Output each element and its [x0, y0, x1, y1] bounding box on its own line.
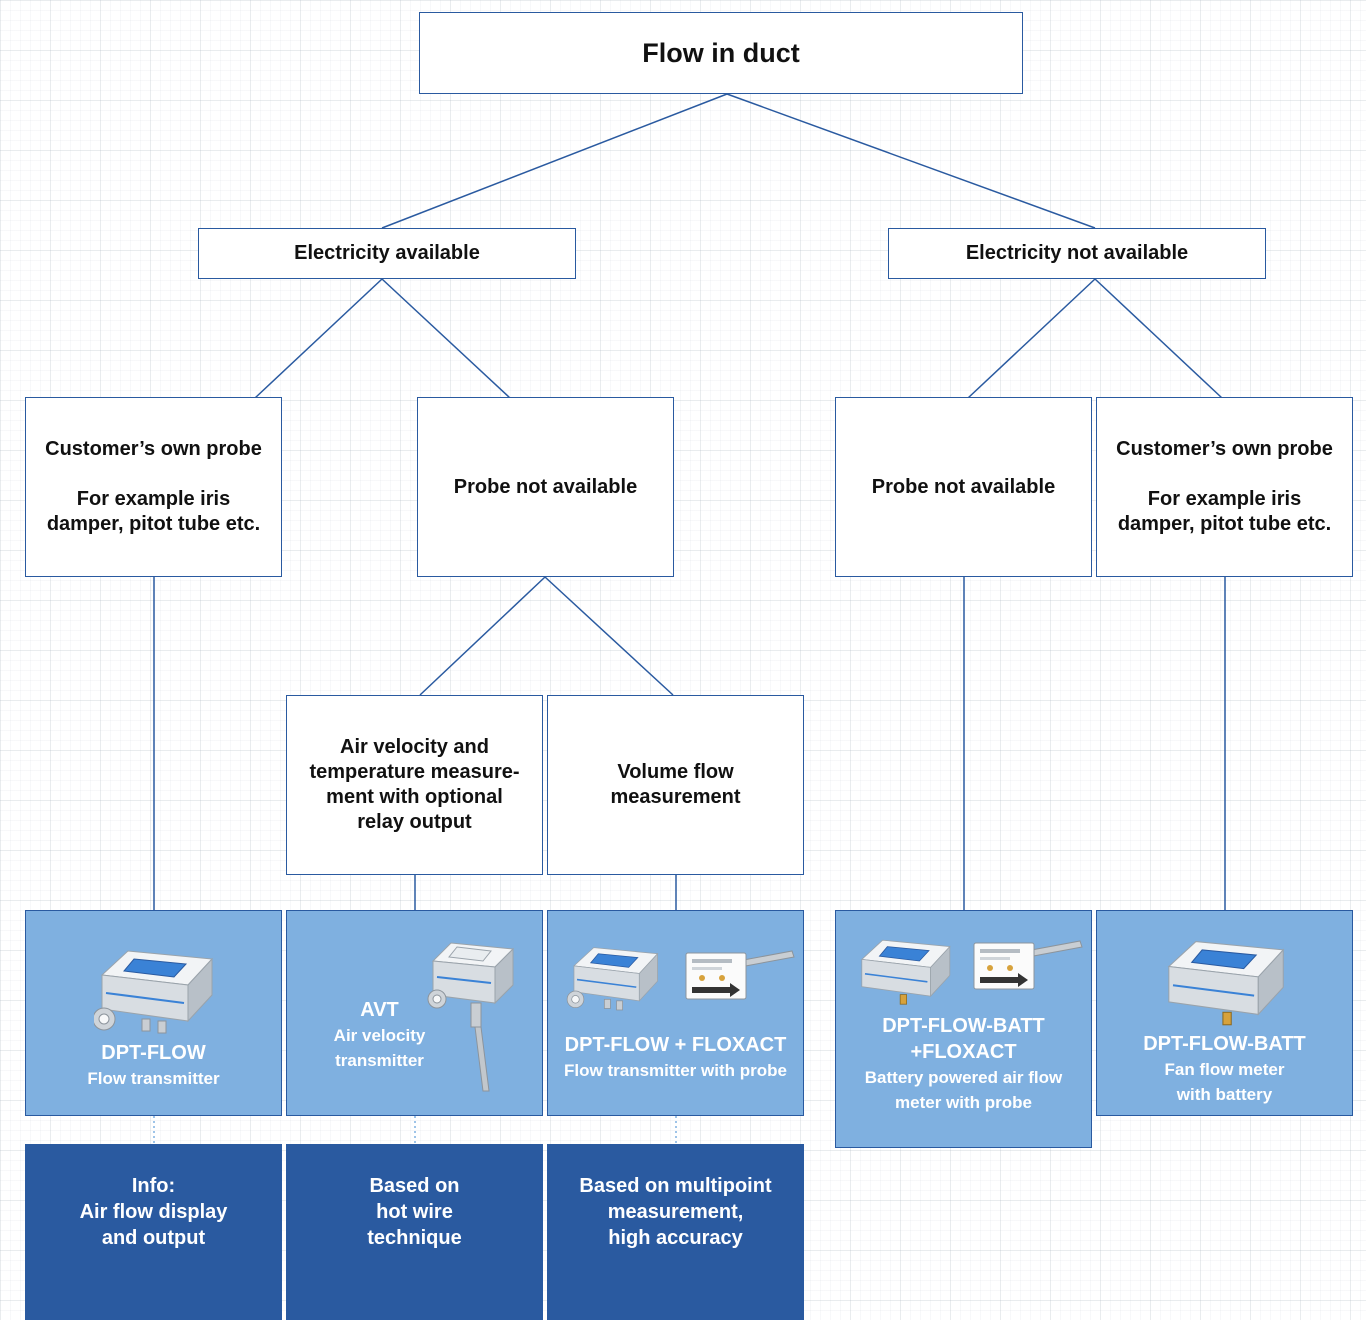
product-desc-batt-floxact-1: Battery powered air flow — [864, 1068, 1063, 1087]
info-2-line-3: technique — [367, 1227, 462, 1249]
info-1-line-2: Air flow display — [79, 1201, 228, 1223]
product-avt: AVT Air velocity transmitter — [286, 910, 543, 1116]
branch-electricity-not-available: Electricity not available — [888, 228, 1266, 279]
product-desc-avt-1: Air velocity — [333, 1026, 426, 1045]
product-name-floxact: +FLOXACT — [910, 1041, 1017, 1063]
own-probe-left-title: Customer’s own probe — [45, 438, 262, 460]
connector-noelec-ownprobe — [1094, 278, 1223, 399]
branch-left-label: Electricity available — [294, 242, 480, 264]
air-velocity-line-1: Air velocity and — [340, 736, 489, 758]
product-dpt-flow-batt: DPT-FLOW-BATT Fan flow meter with batter… — [1096, 910, 1353, 1116]
avt-probe-icon — [427, 942, 515, 1092]
floxact-probe-icon — [685, 950, 795, 1000]
product-desc-dpt-flow: Flow transmitter — [87, 1069, 220, 1088]
connector-root-right — [726, 93, 1096, 229]
node-volume-flow: Volume flow measurement — [547, 695, 804, 875]
product-name-dpt-flow-batt-2: DPT-FLOW-BATT — [1143, 1033, 1306, 1055]
node-own-probe-left: Customer’s own probe For example iris da… — [25, 397, 282, 577]
air-velocity-line-3: ment with optional — [326, 786, 503, 808]
branch-right-label: Electricity not available — [965, 242, 1189, 264]
own-probe-right-title: Customer’s own probe — [1116, 438, 1333, 460]
info-3-line-2: measurement, — [607, 1201, 744, 1223]
volume-flow-line-1: Volume flow — [617, 761, 734, 783]
node-probe-not-available-right: Probe not available — [835, 397, 1092, 577]
device-box-icon — [1167, 941, 1285, 1026]
floxact-probe-icon — [973, 940, 1083, 990]
connector-elec-noprobe — [381, 278, 511, 399]
node-own-probe-right: Customer’s own probe For example iris da… — [1096, 397, 1353, 577]
info-box-floxact: Based on multipoint measurement, high ac… — [547, 1144, 804, 1320]
node-air-velocity-temperature: Air velocity and temperature measure- me… — [286, 695, 543, 875]
product-name-avt: AVT — [360, 999, 399, 1021]
own-probe-right-example-2: damper, pitot tube etc. — [1117, 513, 1332, 535]
product-desc-batt-2: with battery — [1176, 1085, 1273, 1104]
device-box-icon — [860, 939, 951, 1005]
product-name-dpt-flow-floxact: DPT-FLOW + FLOXACT — [564, 1034, 787, 1056]
air-velocity-line-4: relay output — [357, 811, 472, 833]
product-name-dpt-flow: DPT-FLOW — [101, 1042, 206, 1064]
air-velocity-line-2: temperature measure- — [309, 761, 520, 783]
connector-noprobe-volflow — [544, 576, 674, 696]
connector-elec-ownprobe — [254, 278, 383, 399]
info-3-line-1: Based on multipoint — [579, 1175, 772, 1197]
product-desc-batt-1: Fan flow meter — [1164, 1060, 1285, 1079]
probe-not-available-left-label: Probe not available — [453, 475, 638, 498]
product-dpt-flow-batt-floxact: DPT-FLOW-BATT +FLOXACT Battery powered a… — [835, 910, 1092, 1148]
connector-root-left — [381, 93, 728, 229]
info-3-line-3: high accuracy — [608, 1227, 743, 1249]
product-desc-avt-2: transmitter — [335, 1051, 424, 1070]
connector-noelec-noprobe — [967, 278, 1096, 399]
info-box-avt: Based on hot wire technique — [286, 1144, 543, 1320]
probe-not-available-right-label: Probe not available — [871, 475, 1056, 498]
own-probe-right-example-1: For example iris — [1147, 488, 1302, 510]
info-2-line-2: hot wire — [376, 1201, 453, 1223]
node-probe-not-available-left: Probe not available — [417, 397, 674, 577]
volume-flow-line-2: measurement — [610, 786, 741, 808]
product-desc-batt-floxact-2: meter with probe — [895, 1093, 1032, 1112]
product-dpt-flow-floxact: DPT-FLOW + FLOXACT Flow transmitter with… — [547, 910, 804, 1116]
own-probe-left-example-1: For example iris — [76, 488, 231, 510]
root-node: Flow in duct — [419, 12, 1023, 94]
branch-electricity-available: Electricity available — [198, 228, 576, 279]
product-name-dpt-flow-batt: DPT-FLOW-BATT — [882, 1015, 1045, 1037]
device-box-icon — [94, 950, 214, 1034]
info-box-dpt-flow: Info: Air flow display and output — [25, 1144, 282, 1320]
info-1-line-1: Info: — [131, 1175, 176, 1197]
info-2-line-1: Based on — [369, 1175, 460, 1197]
own-probe-left-example-2: damper, pitot tube etc. — [46, 513, 261, 535]
root-title: Flow in duct — [642, 37, 800, 68]
product-dpt-flow: DPT-FLOW Flow transmitter — [25, 910, 282, 1116]
device-box-icon — [566, 947, 659, 1011]
info-1-line-3: and output — [101, 1227, 206, 1249]
product-desc-dpt-flow-floxact: Flow transmitter with probe — [564, 1061, 787, 1080]
connector-noprobe-airvel — [419, 576, 546, 696]
